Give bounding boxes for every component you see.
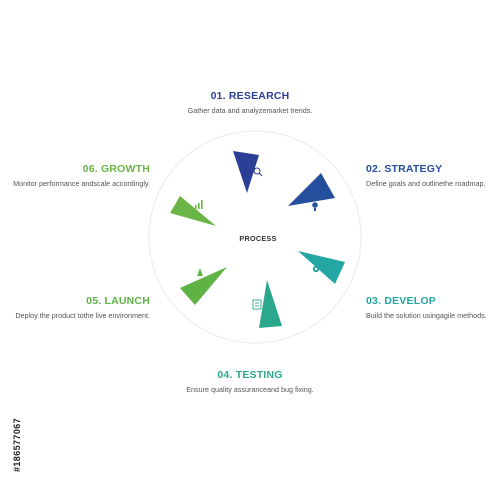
center-label: PROCESS xyxy=(239,234,277,243)
step-title: 02. STRATEGY xyxy=(366,163,443,175)
magnifier-icon xyxy=(253,167,263,177)
step-description: Ensure quality assuranceand bug fixing. xyxy=(186,385,314,394)
gear-icon xyxy=(312,265,320,273)
stock-id-watermark: #186577067 xyxy=(12,417,22,472)
step-description: Define goals and outlinethe roadmap. xyxy=(366,179,486,188)
wheel-ring xyxy=(148,130,362,344)
step-growth: 06. GROWTH Monitor performance andscale … xyxy=(13,163,150,188)
step-description: Deploy the product tothe live environmen… xyxy=(15,311,150,320)
checklist-icon xyxy=(252,299,262,310)
step-launch: 05. LAUNCH Deploy the product tothe live… xyxy=(15,295,150,320)
step-title: 03. DEVELOP xyxy=(366,295,436,307)
lightbulb-icon xyxy=(312,202,318,211)
blade-growth xyxy=(170,196,216,226)
blade-strategy xyxy=(288,173,335,211)
bar-chart-icon xyxy=(195,200,203,209)
blade-research xyxy=(233,151,263,193)
step-title: 04. TESTING xyxy=(217,369,283,381)
step-testing: 04. TESTING Ensure quality assuranceand … xyxy=(150,369,350,394)
blade-launch xyxy=(180,267,227,305)
step-description: Build the solution usingagile methods. xyxy=(366,311,487,320)
step-title: 06. GROWTH xyxy=(82,163,150,175)
blade-testing xyxy=(252,280,282,328)
step-description: Gather data and analyzemarket trends. xyxy=(187,106,313,115)
step-description: Monitor performance andscale accordingly… xyxy=(13,179,150,188)
rocket-icon xyxy=(197,268,203,276)
step-research: 01. RESEARCH Gather data and analyzemark… xyxy=(150,90,350,115)
step-title: 05. LAUNCH xyxy=(86,295,150,307)
step-title: 01. RESEARCH xyxy=(210,90,290,102)
blade-develop xyxy=(298,251,345,284)
step-strategy: 02. STRATEGY Define goals and outlinethe… xyxy=(366,163,485,188)
step-develop: 03. DEVELOP Build the solution usingagil… xyxy=(366,295,487,320)
